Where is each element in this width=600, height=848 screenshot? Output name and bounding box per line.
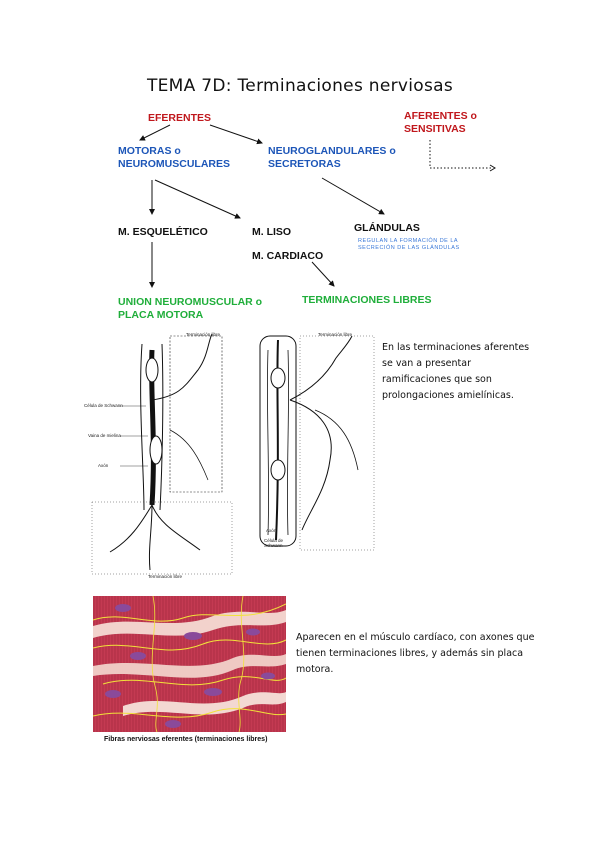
libres-label: TERMINACIONES LIBRES <box>302 294 432 307</box>
afferent-endings-text: En las terminaciones aferentes se van a … <box>382 340 532 404</box>
free-ending-top-label: Terminación libre <box>186 332 220 337</box>
cardiaco-label: M. CARDIACO <box>252 250 323 263</box>
nerve-endings-drawing <box>90 330 380 580</box>
union-label: UNION NEUROMUSCULAR o PLACA MOTORA <box>118 296 268 322</box>
motoras-label: MOTORAS o NEUROMUSCULARES <box>118 145 238 171</box>
glandulas-label: GLÁNDULAS <box>354 222 420 235</box>
axon-right-label: Axón <box>266 528 276 533</box>
free-ending-bottom-label: Terminación libre <box>148 574 182 579</box>
esqueletico-label: M. ESQUELÉTICO <box>118 226 208 239</box>
liso-label: M. LISO <box>252 226 291 239</box>
axon-label: Axón <box>98 463 108 468</box>
free-ending-right-label: Terminación libre <box>318 332 352 337</box>
glandulas-note: REGULAN LA FORMACIÓN DE LA SECRECIÓN DE … <box>358 238 463 252</box>
myelin-sheath-label: Vaina de mielina <box>88 433 121 438</box>
schwann-cell-right-label: Célula de Schwann <box>264 538 298 548</box>
neuroglandulares-label: NEUROGLANDULARES o SECRETORAS <box>268 145 408 171</box>
eferentes-label: EFERENTES <box>148 112 211 125</box>
cardiac-muscle-image <box>93 596 286 732</box>
cardiac-muscle-drawing <box>93 596 286 732</box>
cardiac-muscle-text: Aparecen en el músculo cardíaco, con axo… <box>296 630 538 678</box>
schwann-cell-label: Célula de Schwann <box>84 403 123 408</box>
nerve-endings-figure: Célula de Schwann Vaina de mielina Axón … <box>90 330 380 580</box>
aferentes-label: AFERENTES o SENSITIVAS <box>404 110 514 136</box>
cardiac-image-caption: Fibras nerviosas eferentes (terminacione… <box>104 736 267 743</box>
